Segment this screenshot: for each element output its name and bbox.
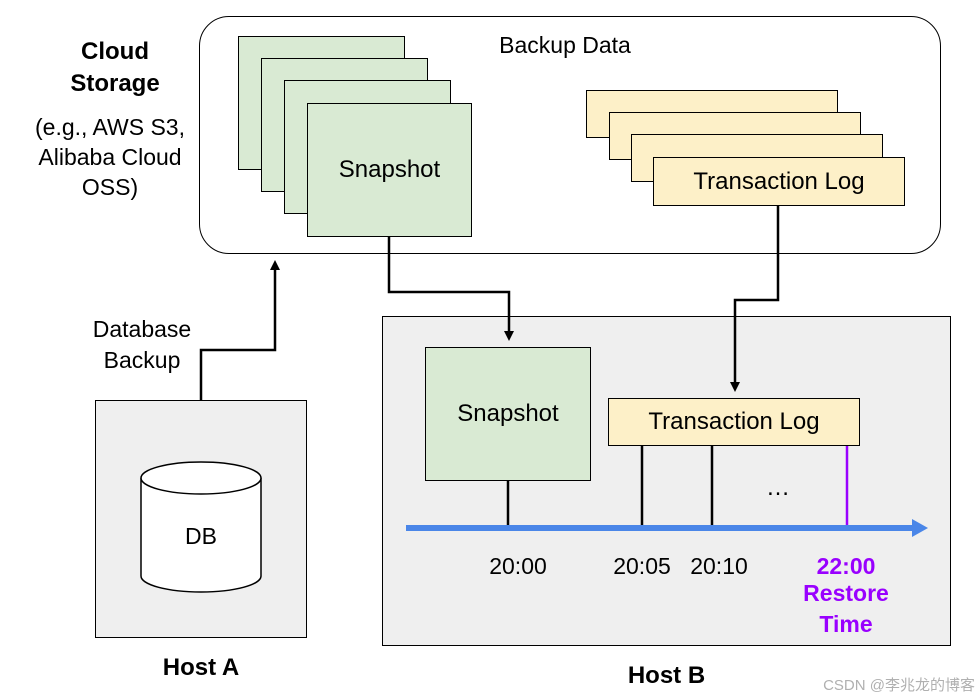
restore-label-line2: Time (819, 611, 873, 637)
cloud-storage-title-line2: Storage (70, 70, 160, 97)
timeline-arrow (406, 519, 928, 537)
host-b-translog: Transaction Log (608, 398, 860, 446)
watermark: CSDN @李兆龙的博客 (823, 677, 975, 694)
database-backup-line1: Database (92, 316, 192, 342)
db-cylinder-icon (140, 461, 262, 593)
host-b-snapshot-label: Snapshot (457, 400, 559, 427)
snapshot-restore-arrow (387, 237, 514, 341)
host-b-snapshot: Snapshot (425, 347, 591, 481)
time-label-2005: 20:05 (613, 553, 671, 579)
time-label-2000: 20:00 (489, 553, 547, 579)
ellipsis: … (766, 474, 790, 501)
host-b-label: Host B (627, 662, 706, 689)
restore-time-value: 22:00 (816, 553, 876, 579)
cloud-translog: Transaction Log (653, 157, 905, 206)
cloud-examples-line1: (e.g., AWS S3, (35, 114, 185, 140)
host-b-translog-label: Transaction Log (648, 408, 820, 435)
restore-label-line1: Restore (803, 580, 889, 606)
cloud-snapshot: Snapshot (307, 103, 472, 237)
translog-restore-arrow (730, 206, 780, 392)
time-label-2010: 20:10 (690, 553, 748, 579)
cloud-examples-line3: OSS) (81, 174, 139, 200)
host-a-label: Host A (162, 654, 240, 681)
backup-data-label: Backup Data (499, 32, 631, 58)
cloud-storage-title-line1: Cloud (81, 38, 149, 65)
cloud-snapshot-label: Snapshot (338, 156, 441, 183)
cloud-translog-label: Transaction Log (693, 167, 865, 195)
backup-upload-arrow (199, 260, 280, 400)
cloud-examples-line2: Alibaba Cloud (38, 144, 182, 170)
database-backup-line2: Backup (103, 347, 181, 373)
db-label: DB (185, 523, 217, 549)
